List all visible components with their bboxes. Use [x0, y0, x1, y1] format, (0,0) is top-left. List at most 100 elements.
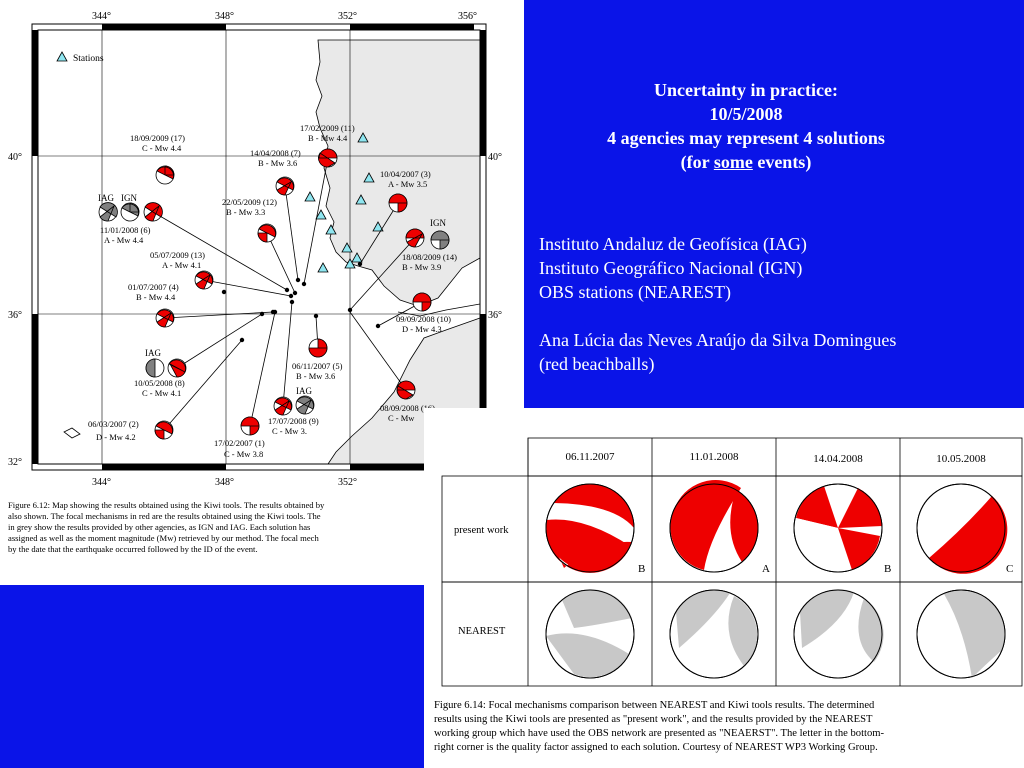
- event-solution-label: A - Mw 3.5: [388, 179, 427, 189]
- beachballs: [98, 148, 450, 440]
- station-marker: [304, 191, 316, 202]
- event-date-label: 17/02/2007 (1): [214, 438, 265, 448]
- station-marker: [315, 209, 327, 220]
- event-date-label: 17/02/2009 (11): [300, 123, 355, 133]
- station-marker: [341, 242, 353, 253]
- beachball-iag-9: [295, 395, 315, 415]
- event-connectors: [152, 157, 423, 431]
- event-solution-label: B - Mw 3.6: [296, 371, 335, 381]
- lat-tick-32: 32°: [8, 457, 22, 468]
- beachball-kiwi-5: [308, 338, 328, 358]
- agency-tag: IAG: [145, 348, 161, 358]
- agency-tag: IAG: [296, 386, 312, 396]
- map-caption: Figure 6.12: Map showing the results obt…: [8, 500, 424, 580]
- lon-tick-348: 348°: [215, 11, 234, 22]
- beachball-kiwi-2: [154, 420, 174, 440]
- beachball-kiwi-17: [155, 165, 175, 185]
- caption-line: in grey show the results provided by oth…: [8, 522, 311, 532]
- beachball-present-110108: [669, 480, 759, 573]
- event-solution-label: C - Mw 4.1: [142, 388, 181, 398]
- lon-tick-356: 356°: [458, 11, 477, 22]
- beachball-kiwi-7: [275, 176, 295, 196]
- beachball-nearest-140408: [793, 589, 884, 679]
- table-grid: [441, 437, 1023, 687]
- event-date-label: 06/11/2007 (5): [292, 361, 343, 371]
- station-marker: [355, 194, 367, 205]
- event-date-label: 18/08/2009 (14): [402, 252, 457, 262]
- author-note: (red beachballs): [539, 354, 655, 374]
- event-solution-label: C - Mw 4.4: [142, 143, 182, 153]
- caption-line: Figure 6.14: Focal mechanisms comparison…: [434, 700, 875, 711]
- beachball-nearest-061107: [545, 589, 635, 679]
- row-label-nearest: NEAREST: [458, 626, 506, 637]
- beachball-ign-14: [430, 230, 450, 250]
- event-solution-label: A - Mw 4.4: [104, 235, 144, 245]
- event-date-label: 09/09/2008 (10): [396, 314, 451, 324]
- station-marker: [357, 132, 369, 143]
- header-date: 06.11.2007: [565, 451, 615, 463]
- quality-factor: A: [762, 563, 770, 575]
- beachball-kiwi-14: [405, 228, 425, 248]
- header-date: 10.05.2008: [936, 453, 986, 465]
- station-marker: [372, 221, 384, 232]
- caption-line: also shown. The focal mechanisms in red …: [8, 511, 321, 521]
- event-solution-label: B - Mw 3.6: [258, 158, 297, 168]
- quality-factor: C: [1006, 563, 1013, 575]
- event-date-label: 01/07/2007 (4): [128, 282, 179, 292]
- event-solution-label: B - Mw 4.4: [308, 133, 348, 143]
- caption-line: results using the Kiwi tools are present…: [434, 714, 873, 725]
- map-legend: Stations: [56, 51, 104, 64]
- lon-tick-344-bottom: 344°: [92, 477, 111, 488]
- beachball-iag-8: [145, 358, 165, 378]
- author-name: Ana Lúcia das Neves Araújo da Silva Domi…: [539, 330, 897, 350]
- beachball-kiwi-13: [194, 270, 214, 290]
- event-solution-label: D - Mw 4.2: [96, 432, 136, 442]
- axis-labels: 344° 348° 352° 356° 344° 348° 352° 40° 3…: [8, 11, 502, 488]
- event-date-label: 14/04/2008 (7): [250, 148, 301, 158]
- agency-tag: IGN: [430, 218, 446, 228]
- comparison-caption: Figure 6.14: Focal mechanisms comparison…: [434, 699, 1024, 755]
- beachball-kiwi-1: [240, 416, 260, 436]
- event-date-label: 11/01/2008 (6): [100, 225, 151, 235]
- beachball-present-140408: [793, 483, 883, 573]
- title-line: Uncertainty in practice:: [654, 80, 838, 100]
- beachball-ign-6: [120, 202, 140, 222]
- beachball-kiwi-4: [155, 308, 175, 328]
- quality-factor: B: [638, 563, 645, 575]
- ocean-bottom-stations: [304, 132, 384, 273]
- station-marker: [363, 172, 375, 183]
- seismic-map: 344° 348° 352° 356° 344° 348° 352° 40° 3…: [8, 11, 502, 488]
- beachball-nearest-100508: [916, 589, 1006, 679]
- station-marker: [344, 258, 356, 269]
- event-date-label: 10/05/2008 (8): [134, 378, 185, 388]
- lat-tick-36-right: 36°: [488, 310, 502, 321]
- emphasis-some: some: [713, 152, 753, 172]
- beachball-kiwi-9: [273, 396, 293, 416]
- date-headers: 06.11.2007 11.01.2008 14.04.2008 10.05.2…: [565, 451, 986, 465]
- map-figure-panel: 344° 348° 352° 356° 344° 348° 352° 40° 3…: [0, 0, 524, 585]
- event-date-label: 08/09/2008 (16): [380, 403, 435, 413]
- agency-iag: Instituto Andaluz de Geofísica (IAG): [539, 234, 807, 254]
- beachball-present-061107: [545, 483, 635, 573]
- beachball-kiwi-8: [167, 358, 187, 378]
- comparison-table: 06.11.2007 11.01.2008 14.04.2008 10.05.2…: [441, 437, 1023, 687]
- caption-line: right corner is the quality factor assig…: [434, 742, 878, 753]
- title-line: 10/5/2008: [709, 104, 783, 124]
- lon-tick-352-bottom: 352°: [338, 477, 357, 488]
- beachball-iag-6: [98, 202, 118, 222]
- beachball-kiwi-3: [388, 193, 408, 213]
- event-date-label: 06/03/2007 (2): [88, 419, 139, 429]
- row-label-present-work: present work: [454, 525, 509, 536]
- agency-tag: IAG: [98, 193, 114, 203]
- header-date: 11.01.2008: [689, 451, 739, 463]
- caption-line: assigned as well as the moment magnitude…: [8, 533, 319, 543]
- event-date-label: 05/07/2009 (13): [150, 250, 205, 260]
- beachball-kiwi-6: [143, 202, 163, 222]
- station-marker: [317, 262, 329, 273]
- lon-tick-344: 344°: [92, 11, 111, 22]
- slide-title: Uncertainty in practice: 10/5/2008 4 age…: [540, 78, 952, 174]
- comparison-figure-panel: 06.11.2007 11.01.2008 14.04.2008 10.05.2…: [424, 408, 1024, 768]
- caption-line: by the date that the earthquake occurred…: [8, 544, 258, 554]
- epicentre-dots: [221, 261, 381, 343]
- agency-obs: OBS stations (NEAREST): [539, 282, 732, 302]
